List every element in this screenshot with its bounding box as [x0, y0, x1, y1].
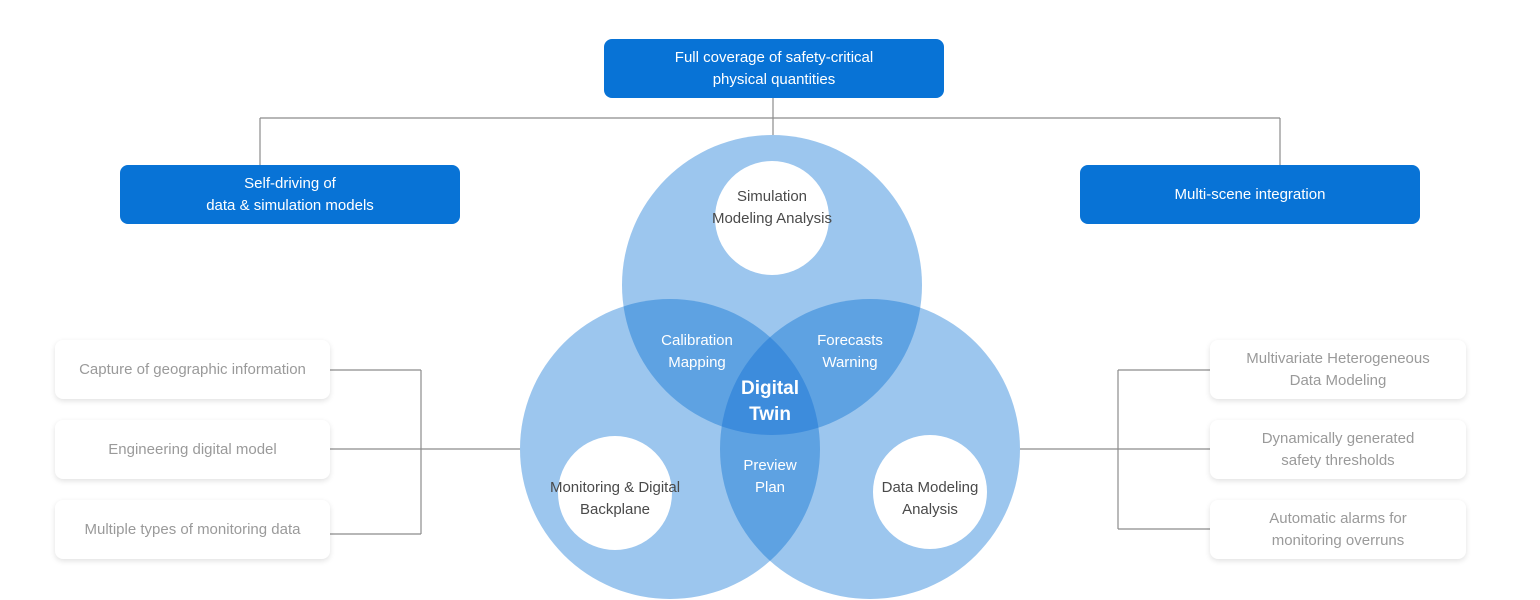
top-goal-label: Full coverage of safety-critical physica…: [674, 48, 874, 88]
left-card-label: Multiple types of monitoring data: [84, 520, 301, 538]
venn-label-digital-twin: Digital Twin: [740, 378, 800, 425]
inner-circle-simulation: [715, 161, 829, 275]
right-goal-label: Multi-scene integration: [1174, 185, 1326, 203]
left-goal-label: Self-driving of data & simulation models: [206, 174, 374, 214]
venn-label-calibration: Calibration Mapping: [661, 332, 733, 371]
inner-circle-monitoring: [558, 436, 672, 550]
venn-label-forecasts: Forecasts Warning: [817, 332, 883, 371]
venn-label-monitoring: Monitoring & Digital Backplane: [549, 479, 681, 518]
left-goal-box: Self-driving of data & simulation models: [120, 165, 460, 224]
right-card-label: Multivariate Heterogeneous Data Modeling: [1246, 349, 1430, 389]
left-card-label: Engineering digital model: [108, 440, 277, 458]
right-card-safety-thresholds: Dynamically generated safety thresholds: [1210, 420, 1466, 479]
venn-label-data-modeling: Data Modeling Analysis: [881, 479, 979, 518]
left-card-monitoring-data: Multiple types of monitoring data: [55, 500, 330, 559]
inner-circle-data-modeling: [873, 435, 987, 549]
right-card-label: Automatic alarms for monitoring overruns: [1269, 509, 1407, 549]
left-card-label: Capture of geographic information: [79, 360, 306, 378]
venn-label-simulation: Simulation Modeling Analysis: [711, 188, 833, 227]
right-goal-box: Multi-scene integration: [1080, 165, 1420, 224]
venn-label-preview: Preview Plan: [743, 457, 797, 496]
venn-overlap-center: [720, 299, 820, 435]
top-goal-box: Full coverage of safety-critical physica…: [604, 39, 944, 98]
right-card-label: Dynamically generated safety thresholds: [1261, 429, 1415, 469]
right-card-heterogeneous-modeling: Multivariate Heterogeneous Data Modeling: [1210, 340, 1466, 399]
right-card-automatic-alarms: Automatic alarms for monitoring overruns: [1210, 500, 1466, 559]
left-card-engineering-model: Engineering digital model: [55, 420, 330, 479]
left-card-geographic: Capture of geographic information: [55, 340, 330, 399]
